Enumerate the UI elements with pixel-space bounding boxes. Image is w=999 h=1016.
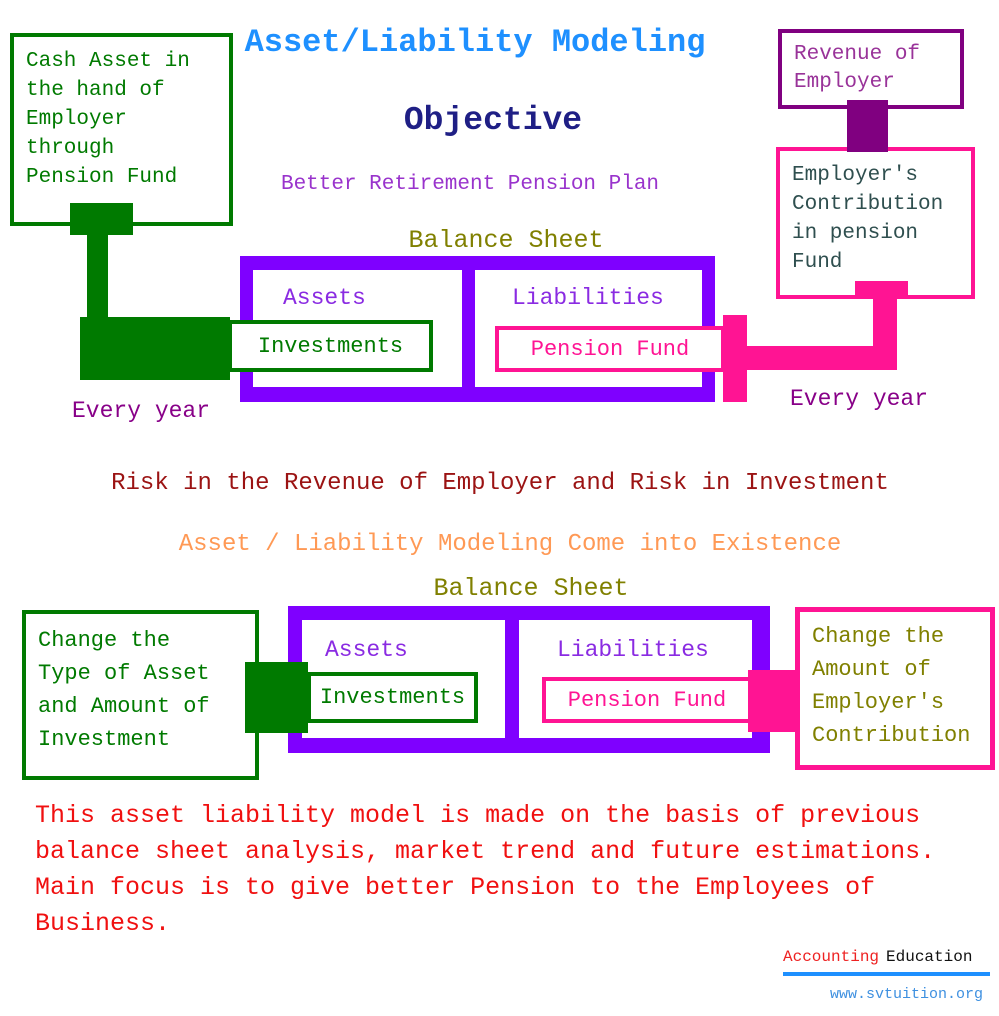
objective-heading: Objective: [403, 102, 583, 139]
contribution-flow-connector-stub: [855, 281, 908, 295]
cash-asset-box: Cash Asset in the hand of Employer throu…: [10, 33, 233, 226]
existence-heading: Asset / Liability Modeling Come into Exi…: [178, 531, 842, 558]
risk-heading: Risk in the Revenue of Employer and Risk…: [111, 470, 889, 497]
investments-box-1: Investments: [228, 320, 433, 372]
cash-flow-connector-stub: [70, 203, 133, 235]
pension-fund-label-2: Pension Fund: [567, 687, 727, 713]
contribution-flow-connector-horizontal: [747, 346, 897, 370]
balance-sheet-2-label: Balance Sheet: [433, 574, 629, 603]
contribution-flow-connector-into-sheet: [723, 315, 747, 402]
assets-label-1: Assets: [283, 285, 366, 311]
footer-website-link[interactable]: www.svtuition.org: [829, 986, 983, 1003]
revenue-to-contribution-connector: [847, 100, 888, 152]
bottom-description-paragraph: This asset liability model is made on th…: [35, 801, 936, 938]
cash-flow-connector-block: [80, 317, 230, 380]
pension-fund-box-2: Pension Fund: [542, 677, 752, 723]
cash-flow-connector-vertical: [87, 233, 108, 319]
change-contribution-connector: [748, 670, 798, 732]
investments-label-1: Investments: [257, 333, 404, 359]
investments-label-2: Investments: [319, 685, 466, 710]
revenue-of-employer-box: Revenue of Employer: [778, 29, 964, 109]
page-title: Asset/Liability Modeling: [244, 24, 706, 61]
footer-rule: [783, 972, 990, 976]
change-contribution-box: Change the Amount of Employer's Contribu…: [795, 607, 995, 770]
balance-sheet-1-label: Balance Sheet: [408, 226, 604, 255]
liabilities-label-2: Liabilities: [557, 637, 709, 663]
subtitle-heading: Better Retirement Pension Plan: [280, 173, 660, 196]
employer-contribution-box: Employer's Contribution in pension Fund: [776, 147, 975, 299]
pension-fund-box-1: Pension Fund: [495, 326, 725, 372]
change-asset-connector: [245, 662, 308, 733]
footer-brand-education: Education: [886, 948, 973, 966]
pension-fund-label-1: Pension Fund: [530, 336, 690, 362]
liabilities-label-1: Liabilities: [512, 285, 664, 311]
every-year-left-label: Every year: [72, 398, 211, 424]
footer-brand: Accounting Education: [783, 948, 990, 966]
every-year-right-label: Every year: [790, 386, 929, 412]
assets-label-2: Assets: [325, 637, 408, 663]
change-asset-box: Change the Type of Asset and Amount of I…: [22, 610, 259, 780]
investments-box-2: Investments: [307, 672, 478, 723]
footer-brand-accounting: Accounting: [783, 948, 880, 966]
